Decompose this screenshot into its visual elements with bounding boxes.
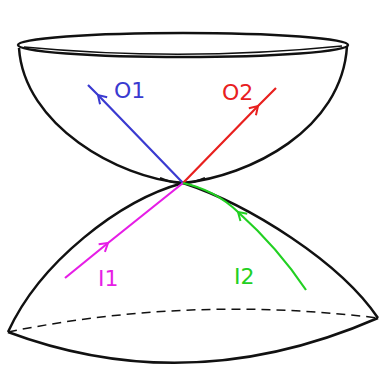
lower-cone-side [8,183,183,332]
upper-rim [18,33,348,57]
ray-label: I1 [98,268,119,290]
lower-rim-back [8,309,378,332]
ray-label: O2 [222,82,253,104]
lower-cone-side [183,183,378,318]
incoming-ray [183,183,306,290]
incoming-ray [65,183,183,278]
ray-label: I2 [234,266,255,288]
lower-rim-front [8,318,378,363]
upper-cone-side [183,46,347,183]
upper-cone-side [19,48,183,183]
upper-rim-inner [24,46,342,54]
ray-label: O1 [114,80,145,102]
